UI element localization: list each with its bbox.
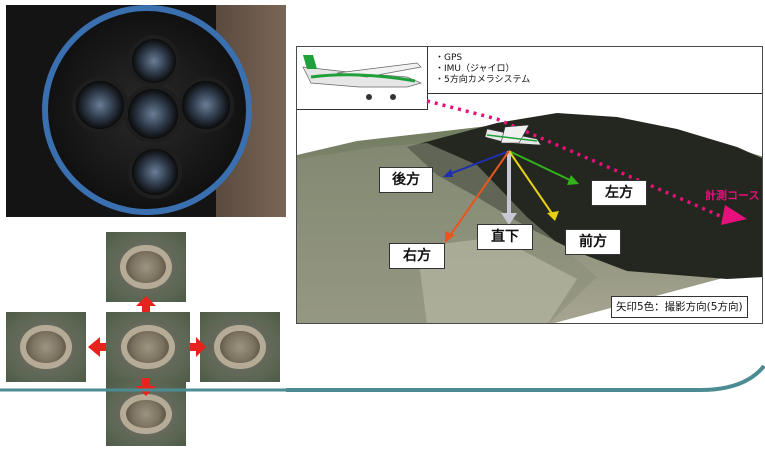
label-right: 右方 (389, 243, 445, 269)
arrow-left-direction (508, 150, 573, 182)
aerial-photo-cross (0, 226, 290, 448)
camera-lens-left (72, 77, 128, 133)
label-forward: 前方 (565, 229, 621, 255)
camera-lens-right (178, 77, 234, 133)
arrow-right (190, 337, 206, 357)
label-left: 左方 (591, 180, 647, 206)
note-gps: ・GPS (435, 53, 463, 63)
aerial-photo-right (200, 312, 280, 382)
arrow-up (136, 296, 156, 312)
arrow-legend: 矢印5色：撮影方向(5方向) (611, 296, 748, 318)
equipment-notes: ・GPS ・IMU（ジャイロ） ・5方向カメラシステム (435, 53, 530, 86)
footer-curve (0, 364, 765, 392)
label-down: 直下 (477, 224, 533, 250)
arrow-back (446, 150, 510, 176)
note-imu: ・IMU（ジャイロ） (435, 64, 515, 74)
aerial-photo-top (106, 232, 186, 302)
red-direction-arrows (88, 296, 206, 396)
note-camera-system: ・5方向カメラシステム (435, 75, 531, 85)
header-divider (427, 93, 762, 94)
camera-lens-top (128, 35, 180, 87)
aerial-photo-center (106, 312, 190, 382)
flight-overlay (426, 99, 747, 243)
arrow-right-direction (448, 150, 510, 238)
arrow-forward (508, 150, 554, 216)
survey-diagram: ・GPS ・IMU（ジャイロ） ・5方向カメラシステム 後方 左方 直下 前方 … (296, 46, 763, 324)
label-back: 後方 (379, 167, 433, 193)
camera-lens-center (124, 85, 182, 143)
aerial-photo-left (6, 312, 86, 382)
arrow-left (88, 337, 106, 357)
route-label: 計測コース (705, 189, 760, 202)
camera-lens-bottom (128, 145, 182, 199)
small-airplane-icon (484, 124, 542, 146)
flight-route-line (426, 99, 728, 221)
airplane-photo (297, 47, 428, 110)
route-arrowhead (721, 205, 747, 225)
camera-rig-photo (6, 5, 286, 217)
airplane-icon (302, 55, 423, 100)
arrow-down (136, 378, 156, 396)
